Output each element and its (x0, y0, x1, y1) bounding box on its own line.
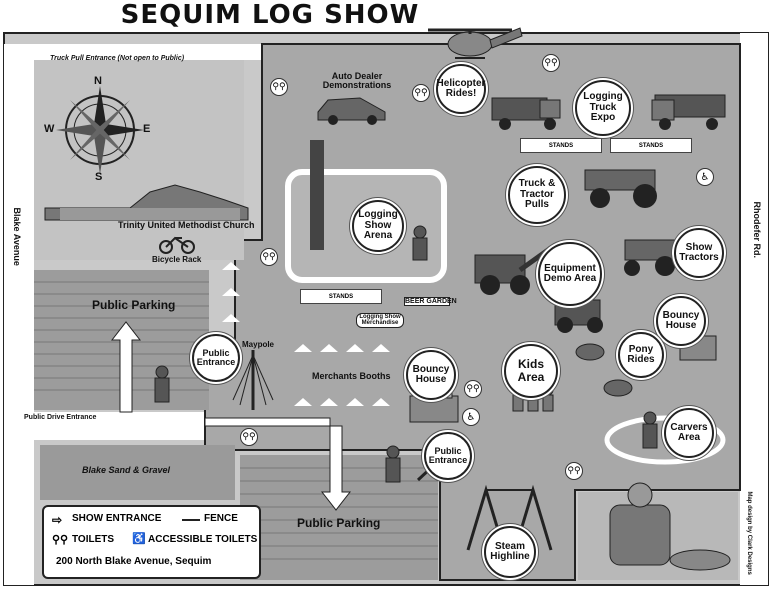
logging-arena-burst[interactable]: Logging Show Arena (352, 200, 404, 252)
parking-arrow-up (110, 321, 142, 413)
tent-icon (372, 398, 390, 406)
map-legend: ⇨ SHOW ENTRANCE FENCE ⚲⚲ TOILETS ♿ ACCES… (42, 505, 261, 579)
toilet-icon: ⚲⚲ (542, 54, 560, 72)
blake-sand-label: Blake Sand & Gravel (82, 465, 171, 475)
public-entrance-burst-1[interactable]: Public Entrance (192, 334, 240, 382)
kids-area-burst[interactable]: Kids Area (504, 344, 558, 398)
merch-label: Logging Show Merchandise (356, 313, 404, 328)
parking-arrow-down (204, 417, 352, 511)
tent-icon (222, 314, 240, 322)
maypole-icon (232, 350, 274, 410)
auto-dealer-label: Auto Dealer Demonstrations (316, 71, 398, 91)
church-label: Trinity United Methodist Church (118, 220, 255, 230)
blake-avenue-label: Blake Avenue (11, 207, 22, 266)
tent-icon (372, 344, 390, 352)
merch-text: Logging Show Merchandise (359, 314, 401, 327)
merchants-label: Merchants Booths (312, 371, 391, 381)
compass-n: N (94, 75, 102, 87)
legend-fence-line-icon (182, 519, 200, 521)
carver-figure (642, 411, 658, 449)
public-parking-label-2: Public Parking (297, 516, 381, 530)
map-title: SEQUIM LOG SHOW (120, 0, 420, 30)
bouncy-house-burst-1[interactable]: Bouncy House (406, 350, 456, 400)
stands-top-1: STANDS (520, 138, 602, 153)
bouncy-house-burst-2[interactable]: Bouncy House (656, 296, 706, 346)
logging-truck-expo-burst[interactable]: Logging Truck Expo (575, 80, 631, 136)
maypole-label: Maypole (242, 340, 275, 349)
sawmill-scene (578, 482, 738, 580)
compass-rose (56, 86, 144, 174)
stands-top-2: STANDS (610, 138, 692, 153)
stands-arena: STANDS (300, 289, 382, 304)
logging-truck-icon-1 (491, 97, 561, 130)
toilet-icon: ⚲⚲ (270, 78, 288, 96)
carvers-area-burst[interactable]: Carvers Area (664, 408, 714, 458)
beer-garden-sign: BEER GARDEN (404, 297, 457, 307)
tent-icon (346, 344, 364, 352)
legend-address: 200 North Blake Avenue, Sequim (56, 556, 212, 567)
public-drive-road (34, 412, 210, 440)
blake-avenue-road (4, 60, 34, 585)
car-icon (317, 97, 386, 125)
helicopter-rides-burst[interactable]: Helicopter Rides! (436, 64, 486, 114)
legend-toilets: TOILETS (72, 534, 115, 545)
lumberjack-figure-1 (154, 365, 170, 403)
accessible-toilet-icon: ♿ (696, 168, 714, 186)
public-parking-label-1: Public Parking (92, 298, 176, 312)
sand-gravel-lot (40, 445, 235, 500)
truck-pull-label: Truck Pull Entrance (Not open to Public) (50, 55, 185, 62)
tent-icon (320, 398, 338, 406)
church-grounds (34, 60, 244, 260)
toilet-icon: ⚲⚲ (464, 380, 482, 398)
tent-icon (320, 344, 338, 352)
pony-rides-burst[interactable]: Pony Rides (618, 332, 664, 378)
tractor-icon (584, 169, 657, 208)
carvers-ring (604, 415, 726, 465)
map-credit: Map design by Clark Designs (745, 491, 752, 575)
lumberjack-figure-2 (385, 445, 401, 483)
tent-icon (346, 398, 364, 406)
chainsaw-figure (412, 225, 428, 261)
rhodefer-label: Rhodefer Rd. (751, 201, 762, 258)
logging-truck-icon-2 (651, 94, 726, 130)
pony-figures (575, 343, 633, 397)
compass-w: W (44, 123, 55, 135)
tent-icon (294, 344, 312, 352)
equipment-demo-burst[interactable]: Equipment Demo Area (538, 242, 602, 306)
show-tractors-burst[interactable]: Show Tractors (674, 228, 724, 278)
logging-pole (310, 140, 324, 250)
tent-icon (222, 262, 240, 270)
bicycle-icon (159, 236, 195, 254)
toilet-icon: ⚲⚲ (565, 462, 583, 480)
rhodefer-road (740, 33, 768, 585)
legend-accessible: ACCESSIBLE TOILETS (148, 534, 258, 545)
legend-accessible-icon: ♿ (132, 533, 146, 545)
tent-icon (222, 288, 240, 296)
church-building (44, 184, 249, 221)
toilet-icon: ⚲⚲ (260, 248, 278, 266)
public-drive-label: Public Drive Entrance (24, 414, 97, 421)
compass-s: S (95, 171, 103, 183)
legend-entrance-arrow-icon: ⇨ (52, 513, 63, 527)
public-entrance-burst-2[interactable]: Public Entrance (424, 432, 472, 480)
auto-dealer-text: Auto Dealer Demonstrations (322, 71, 392, 91)
legend-toilet-icon: ⚲⚲ (52, 534, 69, 546)
show-tractor-icon (624, 239, 676, 276)
tent-icon (294, 398, 312, 406)
legend-fence: FENCE (204, 513, 238, 524)
compass-e: E (143, 123, 151, 135)
helicopter-icon (428, 27, 523, 59)
steam-highline-burst[interactable]: Steam Highline (484, 526, 536, 578)
truck-tractor-pulls-burst[interactable]: Truck & Tractor Pulls (508, 166, 566, 224)
bicycle-rack-label: Bicycle Rack (152, 255, 202, 264)
toilet-icon: ⚲⚲ (240, 428, 258, 446)
legend-show-entrance: SHOW ENTRANCE (72, 513, 162, 524)
toilet-icon: ⚲⚲ (412, 84, 430, 102)
accessible-toilet-icon: ♿ (462, 408, 480, 426)
